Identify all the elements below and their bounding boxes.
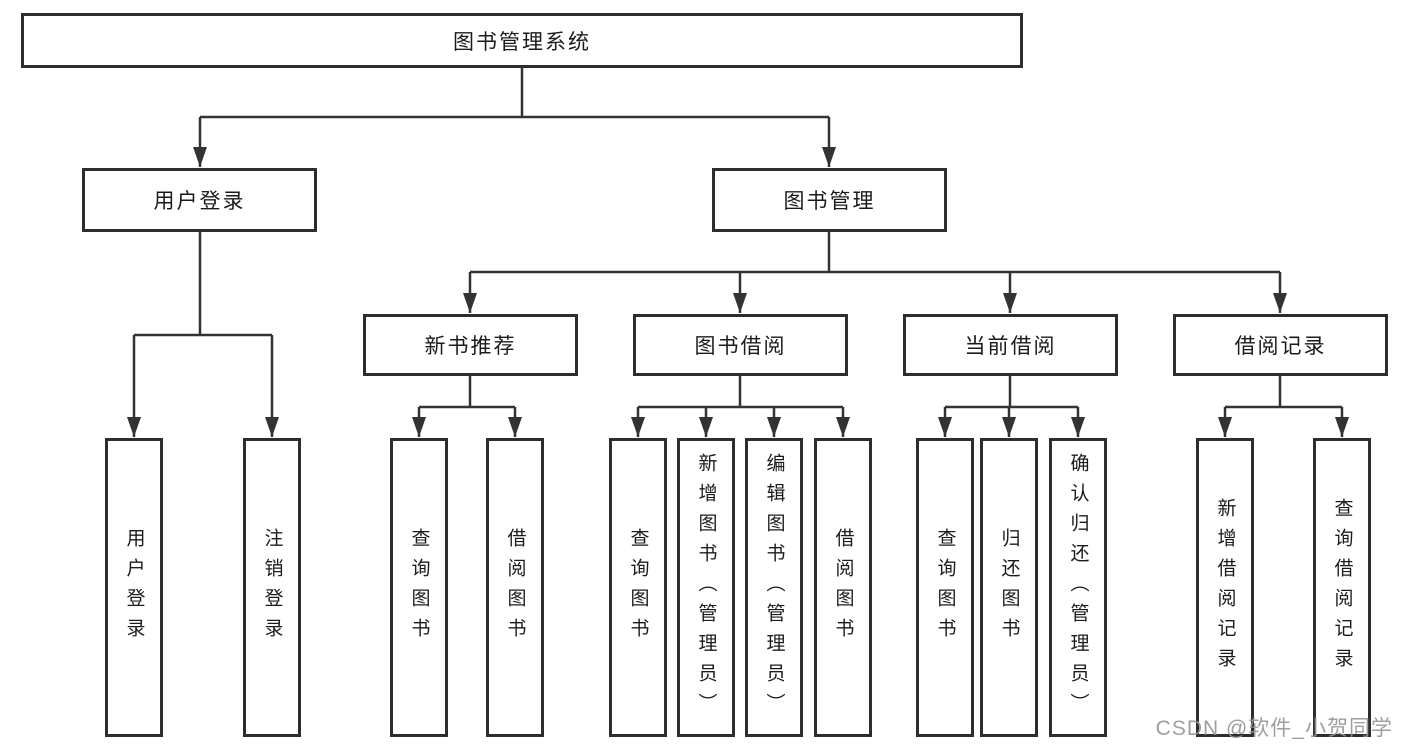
- leaf-current-query-books: 查询图书: [916, 438, 974, 737]
- leaf-borrowing-borrow-books: 借阅图书: [814, 438, 872, 737]
- node-label: 用户登录: [153, 190, 246, 213]
- node-library-system: 图书管理系统: [21, 13, 1023, 68]
- node-label: 新书推荐: [424, 335, 517, 358]
- leaf-logout: 注销登录: [243, 438, 301, 737]
- leaf-recommend-query-books: 查询图书: [390, 438, 448, 737]
- leaf-user-login: 用户登录: [105, 438, 163, 737]
- leaf-borrowing-edit-books-admin: 编辑图书（管理员）: [745, 438, 803, 737]
- node-label: 新增借阅记录: [1214, 497, 1236, 678]
- node-label: 用户登录: [123, 527, 145, 648]
- node-label: 借阅记录: [1234, 335, 1327, 358]
- node-label: 查询借阅记录: [1331, 497, 1353, 678]
- leaf-current-return-books: 归还图书: [980, 438, 1038, 737]
- leaf-records-add-borrow-record: 新增借阅记录: [1196, 438, 1254, 737]
- node-label: 新增图书（管理员）: [695, 452, 717, 723]
- node-label: 确认归还（管理员）: [1067, 452, 1089, 723]
- csdn-watermark: CSDN @软件_小贺同学: [1155, 717, 1393, 740]
- node-user-login: 用户登录: [82, 168, 317, 232]
- node-label: 图书借阅: [694, 335, 787, 358]
- node-book-borrowing: 图书借阅: [633, 314, 848, 376]
- node-label: 查询图书: [627, 527, 649, 648]
- leaf-borrowing-query-books: 查询图书: [609, 438, 667, 737]
- node-new-book-recommend: 新书推荐: [363, 314, 578, 376]
- node-label: 注销登录: [261, 527, 283, 648]
- node-label: 图书管理系统: [453, 30, 591, 54]
- node-label: 查询图书: [934, 527, 956, 648]
- node-book-management: 图书管理: [712, 168, 947, 232]
- node-label: 图书管理: [783, 190, 876, 213]
- node-label: 当前借阅: [964, 335, 1057, 358]
- leaf-current-confirm-return-admin: 确认归还（管理员）: [1049, 438, 1107, 737]
- node-borrow-records: 借阅记录: [1173, 314, 1388, 376]
- node-label: 编辑图书（管理员）: [763, 452, 785, 723]
- node-label: 查询图书: [408, 527, 430, 648]
- node-label: 归还图书: [998, 527, 1020, 648]
- leaf-recommend-borrow-books: 借阅图书: [486, 438, 544, 737]
- leaf-borrowing-add-books-admin: 新增图书（管理员）: [677, 438, 735, 737]
- leaf-records-query-borrow-record: 查询借阅记录: [1313, 438, 1371, 737]
- node-current-borrowing: 当前借阅: [903, 314, 1118, 376]
- node-label: 借阅图书: [832, 527, 854, 648]
- node-label: 借阅图书: [504, 527, 526, 648]
